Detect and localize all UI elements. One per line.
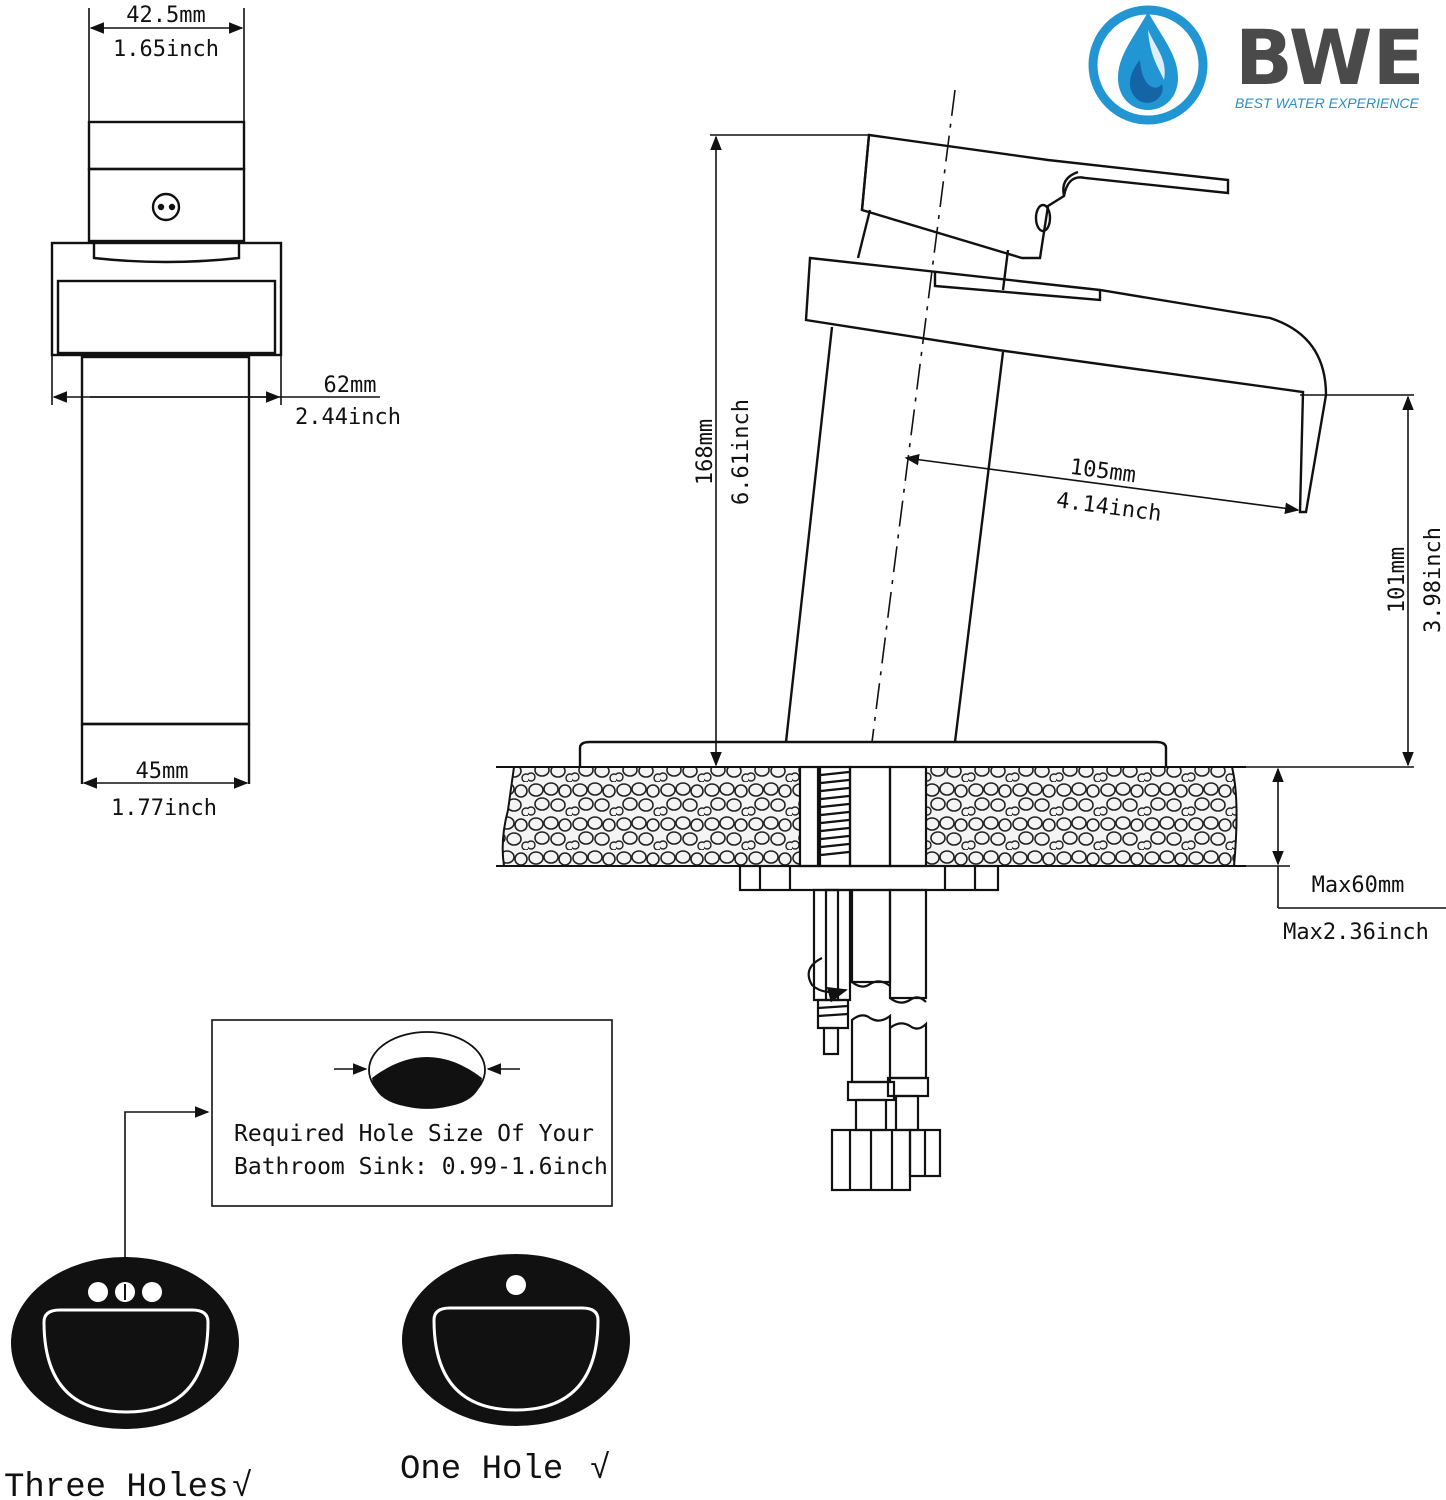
top-width-mm: 42.5mm: [126, 3, 205, 28]
body-left-edge: [784, 326, 834, 743]
base-plate: [578, 740, 1168, 767]
front-view-drawing: [50, 120, 283, 784]
lever-handle: [860, 133, 1230, 260]
base-width-mm: 62mm: [324, 373, 377, 398]
water-drop-icon: [1088, 5, 1208, 125]
front-dimension-lines: [51, 8, 380, 789]
center-axis: [871, 89, 956, 743]
handle-lower-block: [87, 167, 246, 243]
hole-note-line1: Required Hole Size Of Your: [234, 1121, 594, 1147]
base-width-inch: 2.44inch: [295, 405, 401, 430]
faucet-body: [80, 355, 251, 726]
note-box: [211, 1019, 613, 1207]
waterfall-spout: [804, 256, 1328, 514]
brand-logo: BWE BEST WATER EXPERIENCE: [1088, 5, 1425, 125]
supply-hose-left: [850, 1013, 892, 1084]
side-view-drawing: [578, 89, 1328, 767]
handle-collar: [92, 241, 241, 264]
mounting-hardware: [738, 765, 1000, 1192]
three-holes-label: Three Holes: [4, 1469, 228, 1500]
hole-note-line2: Bathroom Sink: 0.99-1.6inch: [234, 1154, 608, 1180]
body-width-mm: 45mm: [136, 759, 189, 784]
spout-block: [50, 241, 283, 357]
three-holes-check: √: [232, 1469, 252, 1500]
hole-size-note: Required Hole Size Of Your Bathroom Sink…: [124, 1019, 613, 1258]
three-hole-sink-icon: [11, 1257, 239, 1429]
body-right-edge: [953, 351, 1005, 743]
front-dimension-labels: 42.5mm 1.65inch 62mm 2.44inch 45mm 1.77i…: [111, 3, 401, 821]
handle-top-block: [87, 120, 246, 171]
deck-max-mm: Max60mm: [1312, 873, 1405, 898]
one-hole-sink-icon: [402, 1254, 630, 1426]
height-mm: 168mm: [693, 419, 718, 485]
brand-name: BWE: [1235, 13, 1425, 102]
spout-height-inch: 3.98inch: [1421, 527, 1446, 633]
supply-hose-right: [889, 1021, 928, 1080]
side-dimension-lines: [710, 134, 1446, 909]
sink-three-holes: Three Holes √: [4, 1257, 252, 1500]
reach-mm: 105mm: [1068, 455, 1137, 489]
sink-one-hole: One Hole √: [400, 1254, 630, 1489]
brand-tagline: BEST WATER EXPERIENCE: [1235, 95, 1420, 111]
height-inch: 6.61inch: [729, 399, 754, 505]
supply-hose-right-top: [888, 888, 928, 1000]
top-width-inch: 1.65inch: [113, 37, 219, 62]
countertop-section: [496, 766, 1246, 867]
body-width-inch: 1.77inch: [111, 796, 217, 821]
reach-inch: 4.14inch: [1055, 488, 1163, 527]
handle-screw-icon: [151, 192, 181, 222]
mounting-nut-plate: [738, 864, 1000, 892]
deck-max-inch: Max2.36inch: [1283, 920, 1429, 945]
one-hole-check: √: [590, 1451, 610, 1489]
note-leader-line: [124, 1106, 210, 1258]
spout-outlet: [56, 279, 277, 355]
lever-pivot-icon: [1034, 203, 1052, 233]
spout-height-mm: 101mm: [1385, 547, 1410, 613]
one-hole-label: One Hole: [400, 1451, 563, 1489]
supply-hose-left-top: [850, 888, 892, 984]
hole-diagram-icon: [334, 1031, 520, 1109]
